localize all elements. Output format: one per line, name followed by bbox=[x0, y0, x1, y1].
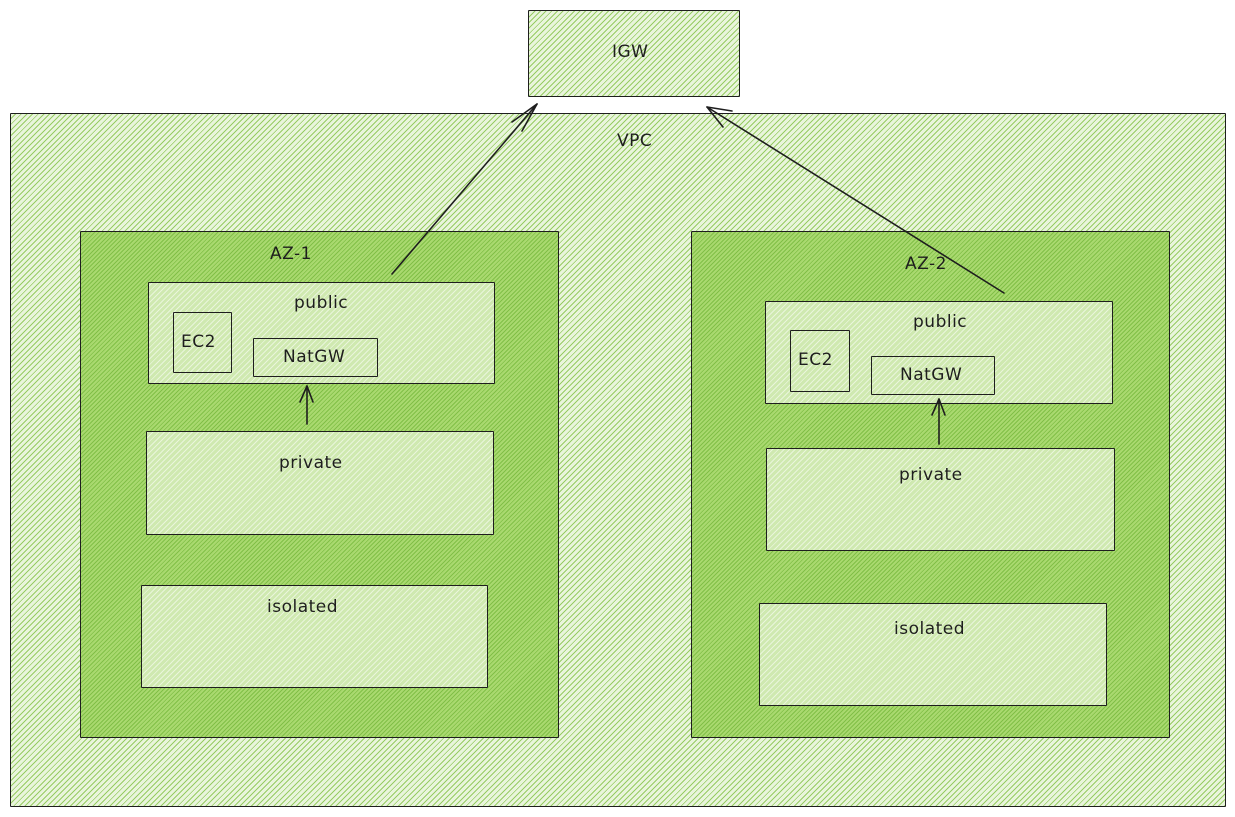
az2-ec2-box bbox=[790, 330, 850, 392]
az1-natgw-label: NatGW bbox=[283, 347, 346, 367]
vpc-label: VPC bbox=[617, 131, 653, 151]
az2-ec2-label: EC2 bbox=[798, 350, 833, 370]
az1-isolated-label: isolated bbox=[267, 597, 339, 617]
az2-private-label: private bbox=[899, 465, 963, 485]
az2-isolated-label: isolated bbox=[894, 619, 966, 639]
az1-ec2-label: EC2 bbox=[181, 332, 216, 352]
az1-private-subnet bbox=[146, 431, 494, 535]
az1-label: AZ-1 bbox=[270, 244, 312, 264]
az1-private-label: private bbox=[279, 453, 343, 473]
igw-label: IGW bbox=[612, 42, 649, 62]
az1-ec2-box bbox=[173, 312, 232, 373]
az2-public-label: public bbox=[913, 312, 968, 332]
az2-natgw-label: NatGW bbox=[900, 365, 963, 385]
az1-isolated-subnet bbox=[141, 585, 488, 688]
az2-private-subnet bbox=[766, 448, 1115, 551]
az2-natgw-box bbox=[871, 356, 995, 395]
igw-box bbox=[528, 10, 740, 97]
az1-natgw-box bbox=[253, 338, 378, 377]
az2-isolated-subnet bbox=[759, 603, 1107, 706]
az1-public-label: public bbox=[294, 293, 349, 313]
az2-label: AZ-2 bbox=[905, 254, 947, 274]
